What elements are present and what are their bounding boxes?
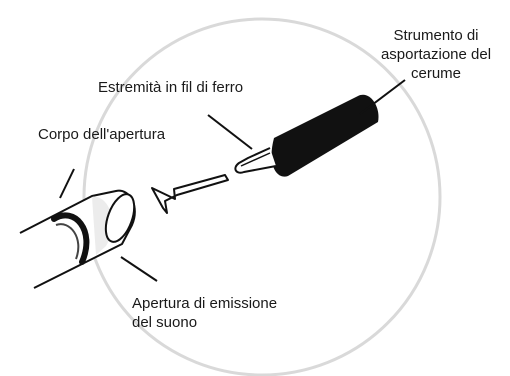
label-sound-opening-line2: del suono bbox=[132, 314, 197, 331]
label-wire-tip: Estremità in fil di ferro bbox=[98, 79, 243, 96]
leader-sound-opening bbox=[120, 256, 158, 282]
hollow-arrow-icon bbox=[151, 174, 229, 214]
wax-removal-tool bbox=[234, 94, 379, 177]
leader-wire-tip bbox=[207, 114, 253, 150]
label-sound-opening-line1: Apertura di emissione bbox=[132, 295, 277, 312]
label-tool-line3: cerume bbox=[411, 65, 461, 82]
leader-opening-body bbox=[59, 168, 75, 199]
label-tool-line2: asportazione del bbox=[381, 46, 491, 63]
label-opening-body: Corpo dell'apertura bbox=[38, 126, 166, 143]
label-tool-line1: Strumento di bbox=[393, 27, 478, 44]
sound-opening-tube bbox=[19, 189, 136, 289]
leader-tool bbox=[359, 79, 406, 115]
